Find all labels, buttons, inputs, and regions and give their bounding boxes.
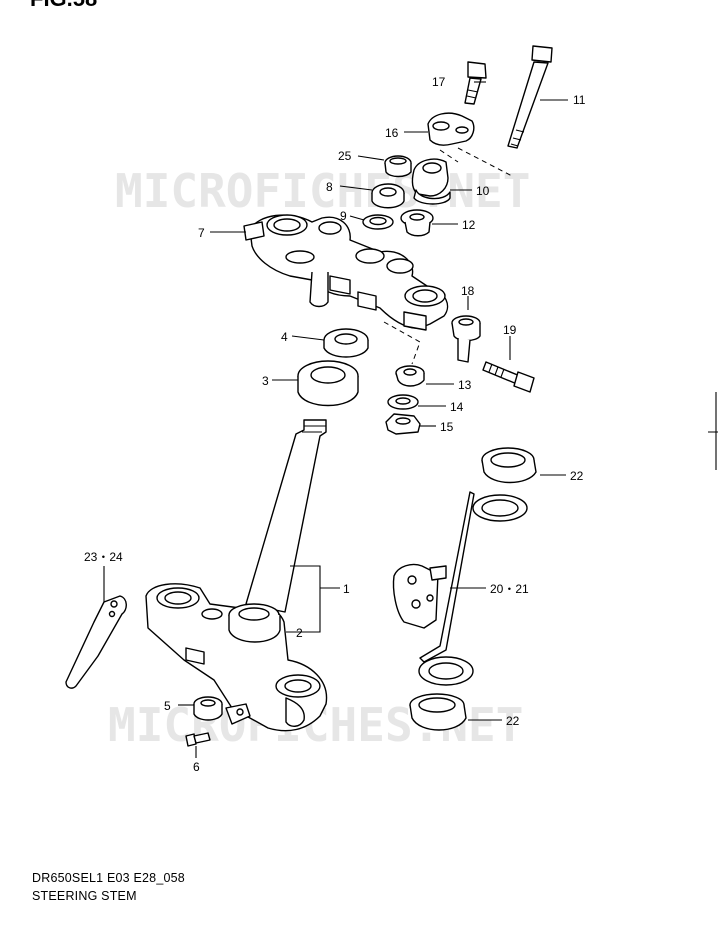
- callout-13: 13: [458, 378, 472, 392]
- part-7-upper-bracket: [243, 214, 449, 331]
- part-14-washer: [387, 394, 419, 410]
- callout-14: 14: [450, 400, 464, 414]
- part-25-cap: [384, 155, 412, 178]
- part-9-washer: [362, 214, 394, 230]
- callout-3: 3: [262, 374, 269, 388]
- callout-18: 18: [461, 284, 475, 298]
- part-2-bearing: [228, 603, 281, 643]
- callout-9: 9: [340, 209, 347, 223]
- part-15-nut: [385, 413, 421, 435]
- part-3-bearing: [297, 360, 359, 407]
- part-5-grommet: [193, 696, 223, 721]
- part-19-bolt: [482, 361, 535, 393]
- diagram-name: STEERING STEM: [32, 889, 137, 903]
- part-4-nut: [323, 328, 369, 358]
- callout-20-21: 20・21: [490, 582, 529, 596]
- callout-8: 8: [326, 180, 333, 194]
- wire-clip: [225, 703, 251, 725]
- part-16-upper-clamp: [427, 112, 475, 146]
- part-22-seal-top: [481, 447, 537, 484]
- leader-lines: [103, 81, 568, 758]
- part-18-bushing: [451, 315, 481, 363]
- part-12-cushion: [400, 209, 434, 237]
- callout-7: 7: [198, 226, 205, 240]
- callout-22-bottom: 22: [506, 714, 520, 728]
- part-23-24-bracket: [65, 595, 127, 689]
- callout-19: 19: [503, 323, 517, 337]
- diagram-code: DR650SEL1 E03 E28_058: [32, 871, 185, 885]
- part-6-bolt: [185, 732, 211, 747]
- part-1-steering-stem: [145, 419, 328, 732]
- part-20-21-bracket: [392, 491, 528, 686]
- callout-22-top: 22: [570, 469, 584, 483]
- part-17-bolt: [464, 61, 487, 105]
- callout-1: 1: [343, 582, 350, 596]
- callout-6: 6: [193, 760, 200, 774]
- callout-4: 4: [281, 330, 288, 344]
- watermark-top: MICROFICHES.NET: [115, 164, 530, 218]
- callout-labels: 11 17 16 25 8 10 9 12 7 18 19 4 3 13 14 …: [84, 75, 586, 774]
- callout-15: 15: [440, 420, 454, 434]
- figure-title: FIG.58: [30, 0, 97, 12]
- edge-mark: [708, 392, 718, 470]
- part-10-lower-clamp: [411, 158, 451, 205]
- callout-23-24: 23・24: [84, 550, 123, 564]
- part-13-spacer: [395, 365, 425, 387]
- callout-11: 11: [573, 93, 586, 107]
- callout-25: 25: [338, 149, 352, 163]
- part-22-seal-bottom: [409, 693, 467, 731]
- callout-5: 5: [164, 699, 171, 713]
- callout-16: 16: [385, 126, 399, 140]
- part-11-bolt: [507, 45, 553, 149]
- callout-17: 17: [432, 75, 446, 89]
- callout-2: 2: [296, 626, 303, 640]
- callout-10: 10: [476, 184, 490, 198]
- callout-12: 12: [462, 218, 476, 232]
- part-8-collar: [371, 183, 405, 209]
